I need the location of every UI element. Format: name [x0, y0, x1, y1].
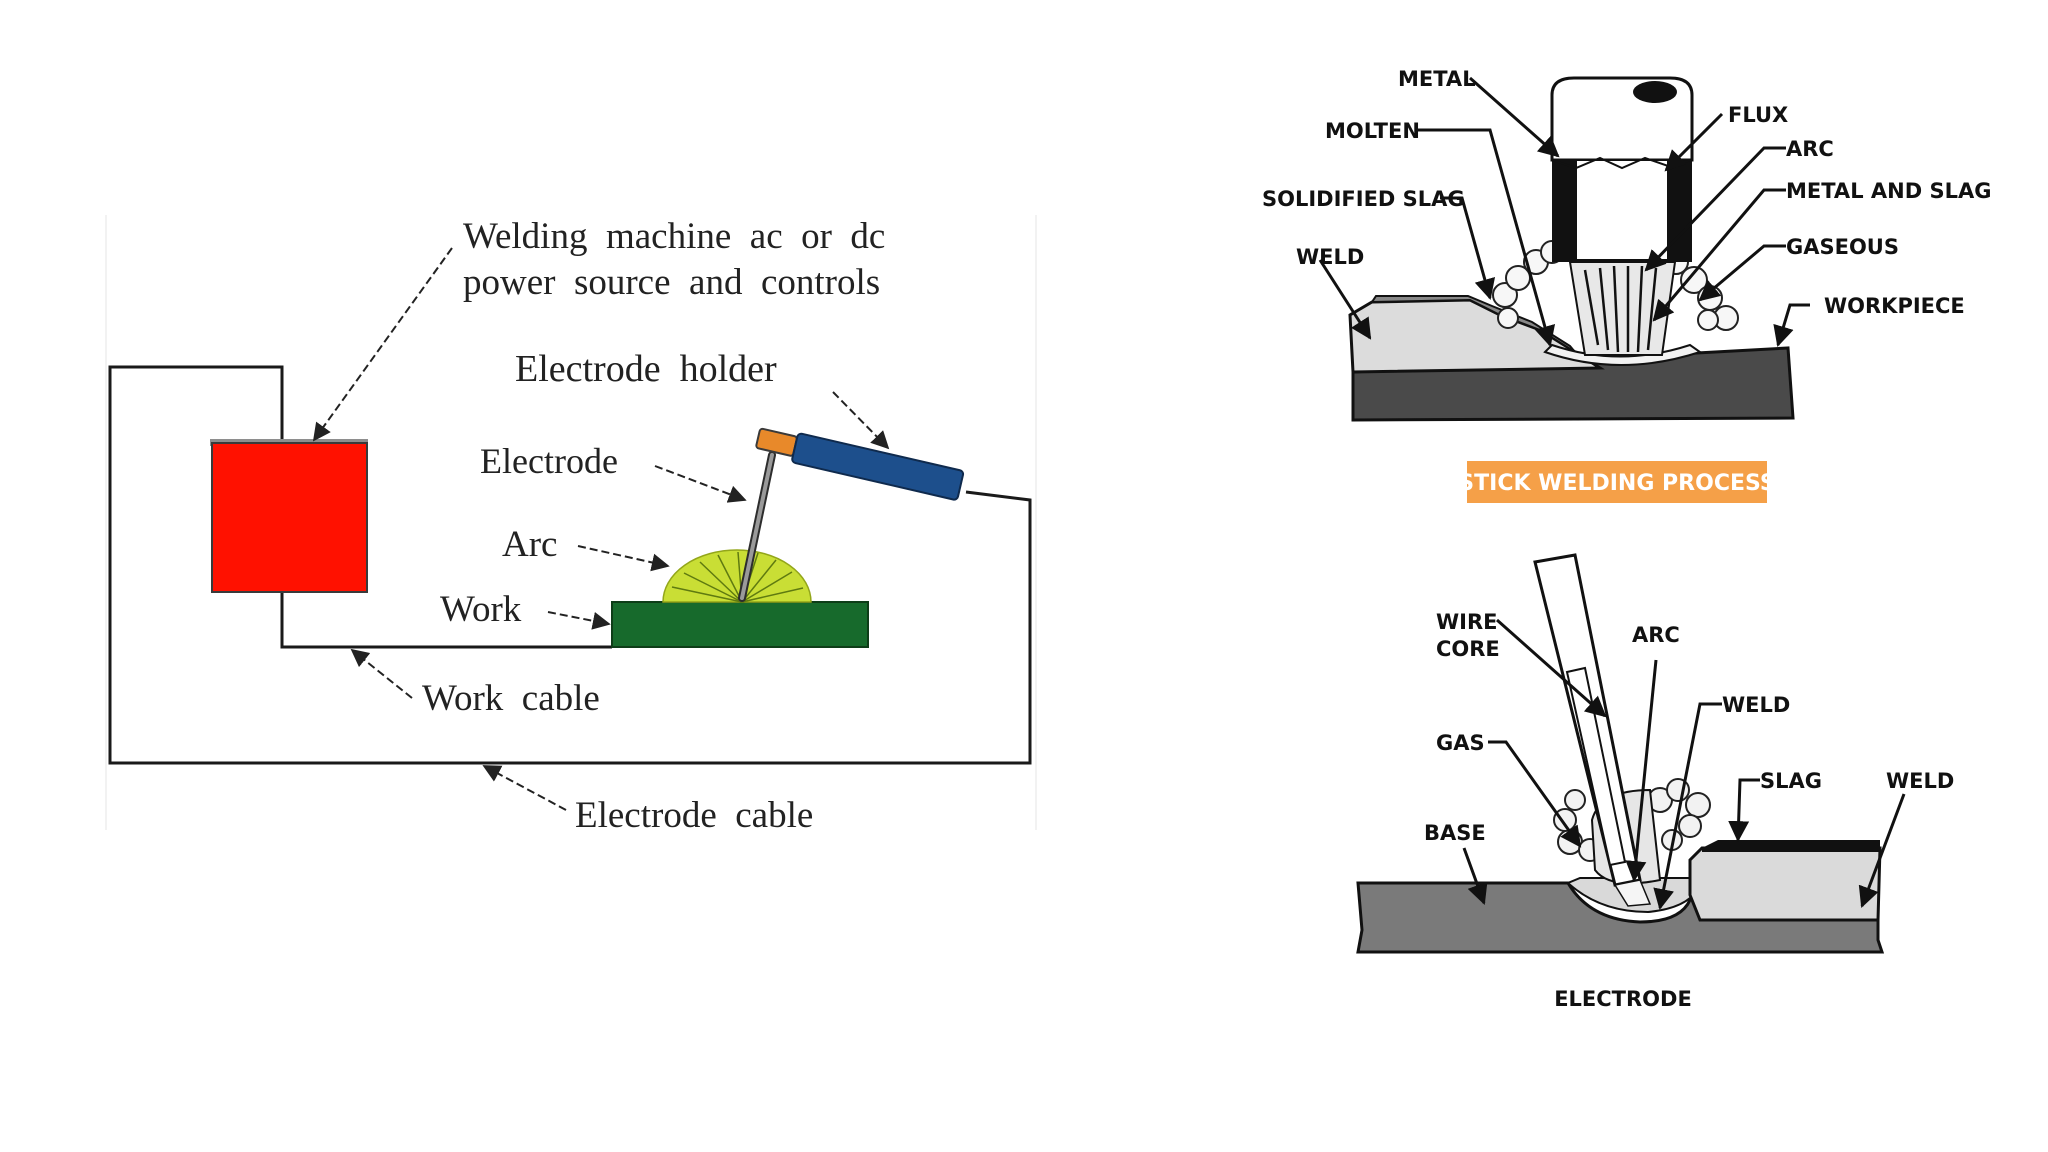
fc-gas-clouds — [1553, 778, 1711, 862]
stick-flux-label: FLUX — [1728, 103, 1788, 127]
fc-wire-core — [1565, 666, 1627, 867]
fc-arc-label: ARC — [1632, 623, 1680, 647]
electrode-cable-pointer — [482, 765, 567, 811]
stick-weld-bead — [1348, 298, 1605, 374]
work-cable — [280, 590, 612, 649]
fc-weld-top-label: WELD — [1722, 693, 1790, 717]
welding-circuit-diagram: Welding machine ac or dc power source an… — [105, 215, 1037, 836]
fc-wire-core-pointer — [1496, 618, 1607, 718]
fc-gas-pointer — [1488, 740, 1582, 848]
work-label: Work — [440, 589, 522, 630]
fc-slag-label: SLAG — [1760, 769, 1822, 793]
work-cable-label: Work cable — [422, 678, 600, 719]
work-cable-pointer — [350, 648, 413, 699]
holder-handle — [791, 432, 965, 501]
stick-slag-pointer — [1440, 196, 1496, 301]
fc-weld-right-pointer — [1858, 793, 1906, 908]
stick-arc-label: ARC — [1786, 137, 1834, 161]
stick-welding-diagram: METAL MOLTEN SOLIDIFIED SLAG WELD FLUX A… — [1262, 67, 1991, 503]
stick-arc-streaks — [1583, 265, 1658, 353]
stick-weld-pointer — [1318, 259, 1372, 340]
stick-process-badge — [1467, 461, 1767, 503]
fc-gas-label: GAS — [1436, 731, 1485, 755]
electrode-label: Electrode — [480, 441, 618, 481]
fc-weld-bead — [1688, 846, 1882, 922]
electrode-cable — [108, 365, 1032, 765]
electrode-holder — [755, 427, 965, 501]
stick-workpiece-pointer — [1773, 303, 1810, 348]
stick-solidified-slag — [1370, 295, 1576, 353]
work-pointer — [547, 611, 611, 630]
fc-arc-pointer — [1625, 659, 1658, 883]
machine-pointer — [312, 247, 453, 442]
electrode-cable-label: Electrode cable — [575, 795, 813, 836]
stick-metal-pointer — [1469, 76, 1560, 158]
holder-label: Electrode holder — [515, 348, 777, 390]
stick-workpiece-label: WORKPIECE — [1824, 294, 1965, 318]
stick-solidified-slag-label: SOLIDIFIED SLAG — [1262, 187, 1465, 211]
fc-slag — [1702, 840, 1880, 852]
machine-label-line1: Welding machine ac or dc — [463, 216, 885, 257]
welding-machine — [211, 442, 368, 593]
work-piece — [611, 601, 869, 648]
stick-weld-label: WELD — [1296, 245, 1364, 269]
stick-gaseous-label: GASEOUS — [1786, 235, 1899, 259]
stick-core-metal — [1575, 159, 1669, 261]
fc-wire-label: WIRE — [1436, 610, 1498, 634]
fc-slag-pointer — [1728, 778, 1760, 843]
arc-glow — [662, 549, 812, 603]
stick-molten-label: MOLTEN — [1325, 119, 1420, 143]
fc-core-label: CORE — [1436, 637, 1500, 661]
holder-pointer — [832, 391, 890, 450]
stick-metal-slag-label: METAL AND SLAG — [1786, 179, 1991, 203]
machine-label-line2: power source and controls — [463, 262, 880, 303]
stick-electrode-core-end — [1633, 81, 1677, 103]
fc-base-pointer — [1462, 847, 1488, 905]
arc-label: Arc — [502, 524, 557, 565]
stick-metal-label: METAL — [1398, 67, 1476, 91]
flux-core-diagram: WIRE CORE ARC WELD GAS SLAG WELD BASE EL… — [1356, 553, 1954, 1011]
fc-weld-top-pointer — [1653, 702, 1722, 911]
stick-molten-pointer — [1416, 128, 1556, 348]
stick-arc-pointer — [1644, 146, 1786, 272]
electrode-rod-highlight — [740, 453, 774, 600]
arc-pointer — [577, 545, 670, 572]
fc-weld-right-label: WELD — [1886, 769, 1954, 793]
holder-clamp — [755, 427, 798, 457]
stick-flux-pointer — [1664, 112, 1724, 172]
fc-electrode-label: ELECTRODE — [1554, 987, 1692, 1011]
fc-base-label: BASE — [1424, 821, 1486, 845]
stick-process-badge-label: STICK WELDING PROCESS — [1458, 471, 1775, 496]
electrode-pointer — [654, 465, 747, 503]
stick-gaseous-pointer — [1698, 244, 1786, 302]
stick-metal-slag-pointer — [1652, 188, 1786, 322]
